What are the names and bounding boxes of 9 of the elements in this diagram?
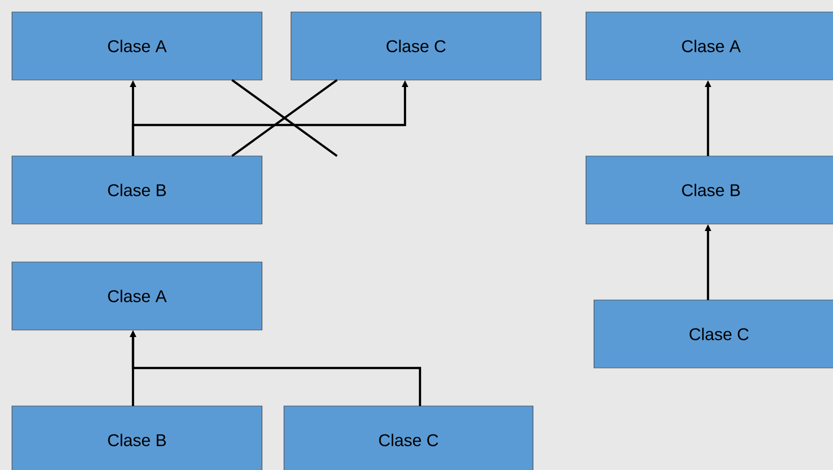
class-box: Clase B [12,156,262,224]
class-box: Clase A [586,12,833,80]
class-box: Clase C [290,12,542,80]
class-box: Clase A [12,262,262,330]
class-box: Clase C [594,300,833,368]
class-box: Clase B [586,156,833,224]
class-box: Clase A [12,12,262,80]
class-box: Clase C [284,406,534,470]
class-box: Clase B [12,406,262,470]
